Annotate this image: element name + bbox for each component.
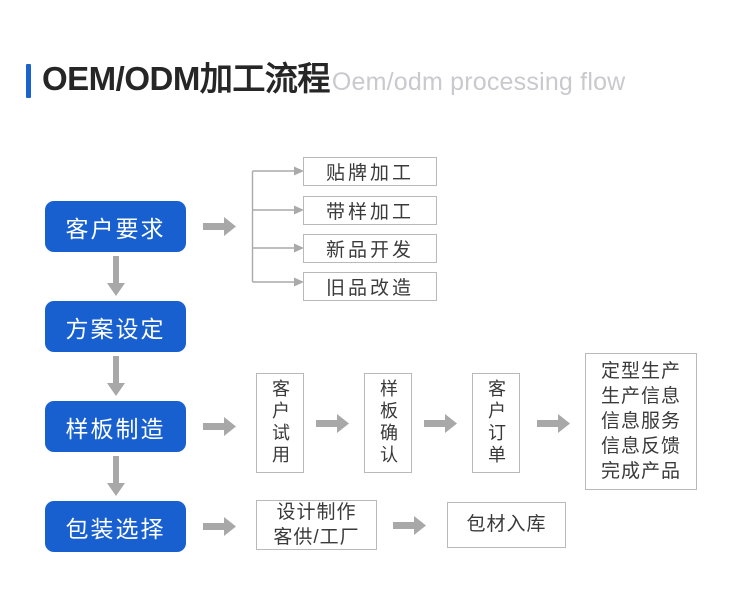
sample-flow-box-1[interactable]: 客户试用 xyxy=(256,373,304,473)
packaging-line: 设计制作 xyxy=(276,501,357,523)
arrow-right-icon xyxy=(393,516,426,535)
summary-line: 定型生产 xyxy=(600,360,681,382)
sample-flow-box-2[interactable]: 样板确认 xyxy=(364,373,412,473)
branch-option-label: 带样加工 xyxy=(325,202,414,223)
stage-box-3[interactable]: 样板制造 xyxy=(45,401,186,452)
stage-box-4[interactable]: 包装选择 xyxy=(45,501,186,552)
page-title: OEM/ODM加工流程 xyxy=(42,60,330,97)
arrow-right-icon xyxy=(203,517,236,536)
branch-option-label: 新品开发 xyxy=(325,240,414,261)
packaging-flow-box-2[interactable]: 包材入库 xyxy=(447,502,566,548)
page-header: OEM/ODM加工流程 Oem/odm processing flow xyxy=(26,62,625,99)
stage-box-1[interactable]: 客户要求 xyxy=(45,201,186,252)
packaging-line: 客供/工厂 xyxy=(273,527,360,548)
sample-flow-label: 样板确认 xyxy=(378,379,398,467)
arrow-down-icon xyxy=(107,356,125,396)
arrow-right-icon xyxy=(316,414,349,433)
sample-flow-label: 客户试用 xyxy=(270,379,290,467)
summary-line: 信息服务 xyxy=(600,410,681,432)
stage-label: 客户要求 xyxy=(65,215,166,242)
production-summary-box[interactable]: 定型生产 生产信息 信息服务 信息反馈 完成产品 xyxy=(585,353,697,490)
branch-option-label: 旧品改造 xyxy=(325,278,414,299)
arrow-right-icon xyxy=(424,414,457,433)
arrow-right-icon xyxy=(537,414,570,433)
accent-bar-icon xyxy=(26,63,31,98)
arrow-down-icon xyxy=(107,456,125,496)
summary-line: 生产信息 xyxy=(600,385,681,407)
arrow-down-icon xyxy=(107,256,125,296)
packaging-flow-box-1[interactable]: 设计制作 客供/工厂 xyxy=(256,500,377,550)
branch-option-label: 贴牌加工 xyxy=(325,163,414,184)
page-subtitle: Oem/odm processing flow xyxy=(331,68,626,96)
arrow-right-icon xyxy=(203,217,236,236)
stage-label: 样板制造 xyxy=(65,415,166,442)
arrow-right-icon xyxy=(203,417,236,436)
stage-box-2[interactable]: 方案设定 xyxy=(45,301,186,352)
branch-connector-icon xyxy=(251,166,304,287)
summary-line: 完成产品 xyxy=(600,461,681,483)
stage-label: 包装选择 xyxy=(65,515,166,542)
sample-flow-box-3[interactable]: 客户订单 xyxy=(472,373,520,473)
packaging-line: 包材入库 xyxy=(466,514,547,536)
branch-option-box-2[interactable]: 带样加工 xyxy=(303,196,437,225)
stage-label: 方案设定 xyxy=(65,315,166,342)
sample-flow-label: 客户订单 xyxy=(486,379,506,467)
branch-option-box-3[interactable]: 新品开发 xyxy=(303,234,437,263)
branch-option-box-1[interactable]: 贴牌加工 xyxy=(303,157,437,186)
branch-option-box-4[interactable]: 旧品改造 xyxy=(303,272,437,301)
summary-line: 信息反馈 xyxy=(600,436,681,458)
